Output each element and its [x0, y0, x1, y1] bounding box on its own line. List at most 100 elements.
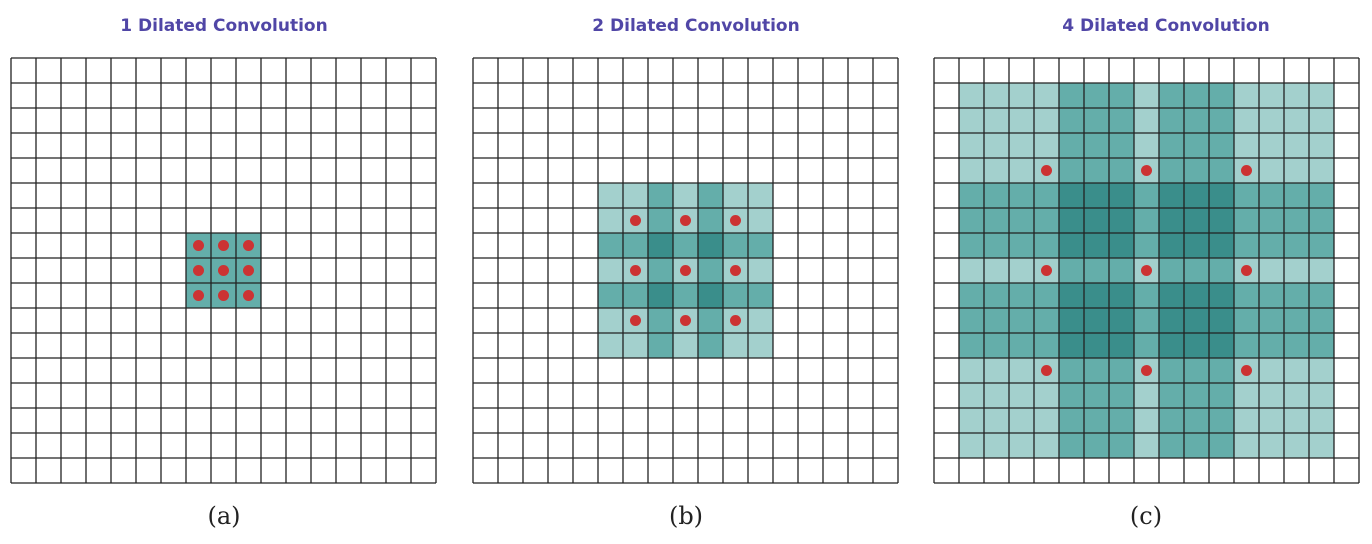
panel-c-title: 4 Dilated Convolution [1062, 16, 1270, 36]
panel-c-field-cell [1159, 258, 1184, 283]
panel-c-field-cell [1134, 333, 1159, 358]
panel-c-field-cell [1059, 383, 1084, 408]
panel-c-field-cell [1109, 383, 1134, 408]
panel-b-field-cell [648, 283, 673, 308]
panel-b-field-cell [623, 183, 648, 208]
panel-c-field-cell [1159, 358, 1184, 383]
panel-c-caption: (c) [1129, 502, 1163, 530]
panel-c-field-cell [1109, 433, 1134, 458]
panel-b-kernel-dot [680, 315, 691, 326]
panel-b-field-cell [748, 258, 773, 283]
panel-c-field-cell [1234, 283, 1259, 308]
panel-b-field-cell [723, 283, 748, 308]
panel-c-field-cell [1084, 83, 1109, 108]
panel-c-field-cell [1209, 283, 1234, 308]
panel-c-field-cell [959, 358, 984, 383]
panel-a-title: 1 Dilated Convolution [120, 16, 328, 36]
panel-b-caption: (b) [668, 502, 704, 530]
panel-c-field-cell [1159, 233, 1184, 258]
panel-b-field-cell [748, 208, 773, 233]
panel-b-field-cell [648, 208, 673, 233]
panel-c-field-cell [1234, 333, 1259, 358]
panel-b-kernel-dot [630, 315, 641, 326]
panel-c-field-cell [1259, 433, 1284, 458]
panel-a-kernel-dot [218, 265, 229, 276]
panel-c-field-cell [1309, 158, 1334, 183]
panel-c-field-cell [1259, 83, 1284, 108]
panel-c-field-cell [1259, 183, 1284, 208]
panel-c-field-cell [1284, 233, 1309, 258]
panel-c-field-cell [1259, 408, 1284, 433]
panel-c-field-cell [959, 108, 984, 133]
panel-c-field-cell [1034, 383, 1059, 408]
panel-c-field-cell [1159, 408, 1184, 433]
panel-c-field-cell [1259, 358, 1284, 383]
panel-c-field-cell [1084, 358, 1109, 383]
panel-c-field-cell [1284, 208, 1309, 233]
panel-c-field-cell [959, 383, 984, 408]
panel-b-field-cell [698, 308, 723, 333]
panel-a-kernel-dot [243, 240, 254, 251]
panel-c-field-cell [1034, 208, 1059, 233]
panel-c-field-cell [1009, 83, 1034, 108]
panel-b-kernel-dot [730, 265, 741, 276]
panel-c-field-cell [1009, 158, 1034, 183]
panel-c-field-cell [1184, 108, 1209, 133]
panel-c-field-cell [1134, 83, 1159, 108]
panel-c-field-cell [1034, 133, 1059, 158]
panel-c-field-cell [1184, 333, 1209, 358]
panel-c-field-cell [1084, 133, 1109, 158]
panel-c-field-cell [1159, 158, 1184, 183]
panel-c-field-cell [1159, 108, 1184, 133]
panel-a-kernel-dot [243, 290, 254, 301]
panel-c-field-cell [1059, 258, 1084, 283]
panel-a-kernel-dot [218, 240, 229, 251]
panel-b-title: 2 Dilated Convolution [592, 16, 800, 36]
panel-b-kernel-dot [630, 265, 641, 276]
panel-c-field-cell [1059, 208, 1084, 233]
panel-b-field-cell [648, 258, 673, 283]
panel-b-field-cell [698, 258, 723, 283]
panel-c-kernel-dot [1041, 265, 1052, 276]
panel-a-kernel-dot [193, 240, 204, 251]
panel-c-field-cell [1309, 208, 1334, 233]
panel-c-field-cell [1309, 433, 1334, 458]
panel-c-field-cell [1184, 283, 1209, 308]
panel-c-field-cell [1084, 433, 1109, 458]
panel-b-field-cell [748, 333, 773, 358]
panel-c-field-cell [959, 133, 984, 158]
panel-a-kernel-dot [193, 265, 204, 276]
panel-c-field-cell [1259, 283, 1284, 308]
panel-c-field-cell [1109, 333, 1134, 358]
panel-c-field-cell [1109, 183, 1134, 208]
panel-c-field-cell [1234, 208, 1259, 233]
panel-c-field-cell [1109, 283, 1134, 308]
panel-c-field-cell [1109, 408, 1134, 433]
panel-c-field-cell [959, 233, 984, 258]
panel-c-field-cell [1059, 183, 1084, 208]
panel-b-field-cell [598, 308, 623, 333]
panel-c-field-cell [1284, 108, 1309, 133]
panel-c-field-cell [1134, 208, 1159, 233]
panel-c-field-cell [1234, 408, 1259, 433]
panel-c-field-cell [1059, 158, 1084, 183]
panel-c-field-cell [1184, 308, 1209, 333]
panel-c-field-cell [1209, 158, 1234, 183]
panel-c-field-cell [1009, 433, 1034, 458]
panel-c-field-cell [1134, 408, 1159, 433]
panel-c-field-cell [984, 133, 1009, 158]
panel-a-caption: (a) [207, 502, 241, 530]
panel-c-field-cell [1209, 433, 1234, 458]
panel-c-field-cell [1134, 433, 1159, 458]
panel-c-kernel-dot [1241, 165, 1252, 176]
panel-c-field-cell [1234, 183, 1259, 208]
panel-c-field-cell [1009, 358, 1034, 383]
panel-c-field-cell [1084, 158, 1109, 183]
panel-c-field-cell [1184, 183, 1209, 208]
panel-c-field-cell [1059, 233, 1084, 258]
panel-c-field-cell [1084, 183, 1109, 208]
panel-c-field-cell [1284, 408, 1309, 433]
panel-c-field-cell [959, 308, 984, 333]
panel-c-field-cell [1309, 133, 1334, 158]
panel-c-field-cell [1159, 333, 1184, 358]
